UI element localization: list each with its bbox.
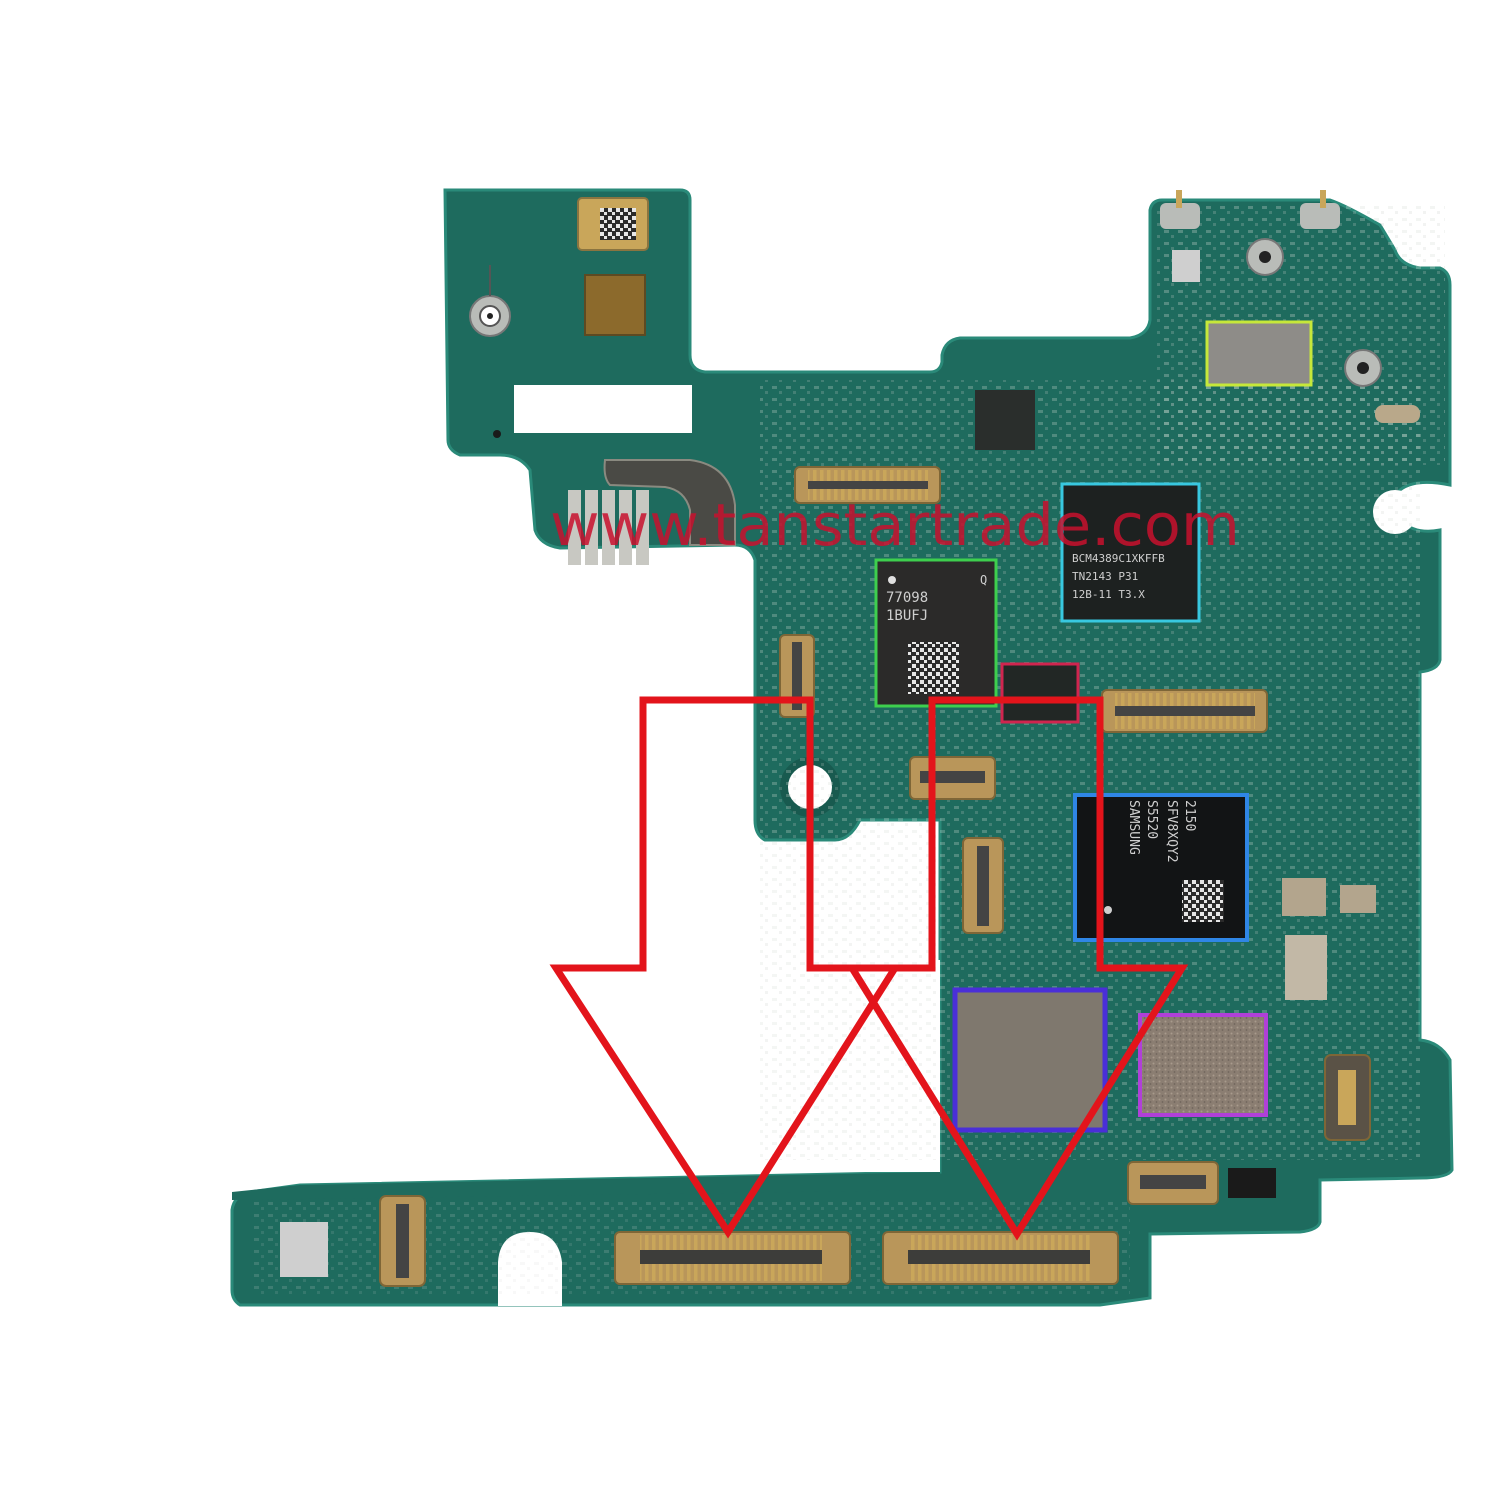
antenna-contact-icon bbox=[469, 295, 511, 337]
svg-text:12B-11 T3.X: 12B-11 T3.X bbox=[1072, 588, 1145, 601]
bottom-connector-right bbox=[882, 1231, 1119, 1285]
battery-contacts bbox=[568, 490, 649, 565]
gold-pad-block bbox=[584, 274, 646, 336]
side-modules bbox=[1228, 878, 1376, 1198]
highlight-pmic-shield bbox=[1138, 1013, 1268, 1117]
rf-module-chip: Q 77098 1BUFJ bbox=[876, 560, 996, 706]
bottom-connector-left bbox=[614, 1231, 851, 1285]
top-right-area bbox=[975, 190, 1420, 450]
highlight-small-ic bbox=[1000, 662, 1080, 724]
bottom-bar-module bbox=[280, 1222, 328, 1277]
antenna-pin-right-icon bbox=[1300, 190, 1340, 229]
mid-right-connector bbox=[1101, 689, 1268, 733]
metal-shield-bracket bbox=[603, 459, 736, 546]
svg-text:2150: 2150 bbox=[1182, 800, 1197, 831]
far-right-connector bbox=[1324, 1054, 1371, 1141]
svg-text:SAMSUNG: SAMSUNG bbox=[1126, 800, 1141, 855]
highlight-wifi-bt-chip bbox=[1060, 482, 1201, 623]
highlight-boxes bbox=[874, 320, 1313, 1133]
annotation-arrows bbox=[549, 696, 1189, 1241]
highlight-top-right-shield bbox=[1205, 320, 1313, 387]
svg-text:SFV8XQY2: SFV8XQY2 bbox=[1164, 800, 1179, 863]
svg-text:Q: Q bbox=[980, 573, 987, 587]
storage-chip: SAMSUNG S5520 SFV8XQY2 2150 bbox=[1075, 795, 1247, 940]
wifi-bt-chip: BCM4389C1XKFFB TN2143 P31 12B-11 T3.X bbox=[1062, 484, 1198, 620]
watermark-text: www.tanstartrade.com bbox=[550, 491, 1240, 559]
top-left-flap bbox=[469, 197, 736, 565]
svg-text:BCM4389C1XKFFB: BCM4389C1XKFFB bbox=[1072, 552, 1165, 565]
arrow-down-right-icon bbox=[845, 696, 1189, 1241]
cpu-shield bbox=[955, 990, 1105, 1130]
pmic-shield bbox=[1140, 1015, 1266, 1115]
small-connector-vertical bbox=[962, 837, 1004, 934]
antenna-pin-left-icon bbox=[1160, 190, 1200, 229]
lower-right-connector bbox=[1127, 1161, 1219, 1205]
svg-text:S5520: S5520 bbox=[1144, 800, 1159, 839]
highlight-storage-chip bbox=[1073, 793, 1249, 942]
redaction-block bbox=[514, 385, 692, 433]
top-right-shield-ic bbox=[1207, 323, 1311, 385]
small-ic bbox=[1002, 664, 1078, 722]
svg-text:1BUFJ: 1BUFJ bbox=[886, 608, 928, 624]
small-connector-mid bbox=[909, 756, 996, 800]
rf-connector-top-icon bbox=[1246, 238, 1284, 276]
rf-connector-right-icon bbox=[1344, 349, 1382, 387]
highlight-cpu-shield bbox=[952, 987, 1108, 1133]
svg-text:77098: 77098 bbox=[886, 590, 928, 606]
bottom-bar-connector-small bbox=[379, 1195, 426, 1287]
svg-text:TN2143 P31: TN2143 P31 bbox=[1072, 570, 1138, 583]
arrow-down-left-icon bbox=[549, 696, 902, 1239]
top-connector bbox=[794, 466, 941, 504]
highlight-rf-module bbox=[874, 558, 998, 708]
